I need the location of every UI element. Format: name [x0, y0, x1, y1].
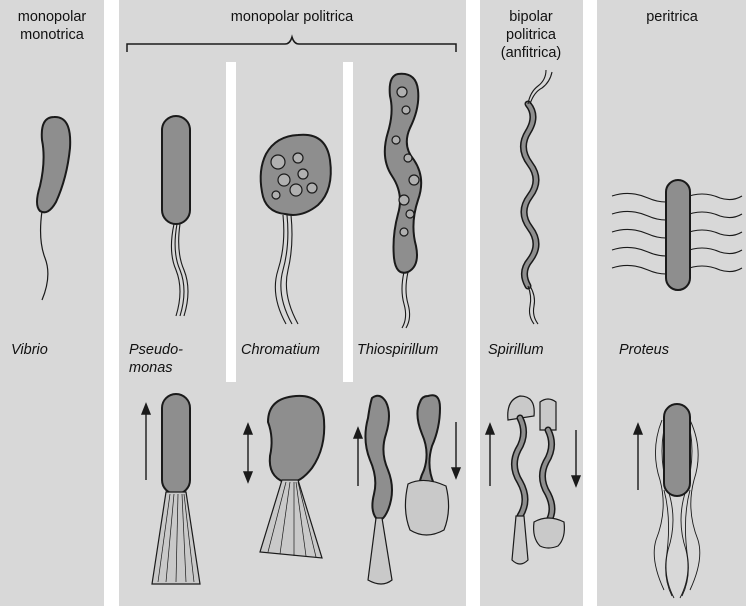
proteus-cell	[666, 180, 690, 290]
header-monopolar-politrica: monopolar politrica	[231, 9, 354, 26]
chromatium-flagella	[275, 215, 298, 324]
separator-left	[226, 62, 236, 382]
thiospirillum-arrow-up	[354, 428, 362, 486]
header-bipolar-politrica-line2: politrica	[506, 27, 556, 44]
pseudomonas-cell-swimming	[162, 394, 190, 494]
thiospirillum-cell	[385, 74, 421, 273]
pseudomonas-arrow	[142, 404, 150, 480]
thiospirillum-bundle-1	[368, 518, 392, 584]
header-bipolar-politrica-line3: (anfitrica)	[501, 45, 561, 62]
vibrio-cell	[37, 117, 70, 212]
thiospirillum-bundle-2	[405, 480, 448, 535]
chromatium-arrow	[244, 424, 252, 482]
group-bracket	[127, 37, 456, 52]
thiospirillum-arrow-down	[452, 422, 460, 478]
spirillum-bundle-bottom-2	[534, 518, 565, 548]
pseudomonas-cell	[162, 116, 190, 224]
label-chromatium: Chromatium	[241, 342, 320, 359]
thiospirillum-flagella	[402, 272, 410, 328]
chromatium-cell-swimming	[268, 396, 324, 483]
header-peritrica: peritrica	[646, 9, 698, 26]
label-proteus: Proteus	[619, 342, 669, 359]
proteus-arrow	[634, 424, 642, 490]
label-vibrio: Vibrio	[11, 342, 48, 359]
spirillum-bundle-bottom-1	[512, 516, 528, 564]
label-pseudomonas-line2: monas	[129, 360, 173, 377]
proteus-cell-swimming	[664, 404, 690, 496]
spirillum-arrow-down	[572, 430, 580, 486]
separator-right	[343, 62, 353, 382]
thiospirillum-cell-swimming-1	[365, 396, 392, 520]
spirillum-bundle-top-2	[540, 399, 556, 430]
header-monopolar-monotrica-line1: monopolar	[18, 9, 87, 26]
label-thiospirillum: Thiospirillum	[357, 342, 438, 359]
pseudomonas-flagella	[171, 224, 188, 316]
label-spirillum: Spirillum	[488, 342, 544, 359]
chromatium-cell	[261, 135, 331, 215]
label-pseudomonas-line1: Pseudo-	[129, 342, 183, 359]
header-monopolar-monotrica-line2: monotrica	[20, 27, 84, 44]
vibrio-flagellum	[41, 211, 48, 300]
header-bipolar-politrica-line1: bipolar	[509, 9, 553, 26]
spirillum-arrow-up	[486, 424, 494, 486]
